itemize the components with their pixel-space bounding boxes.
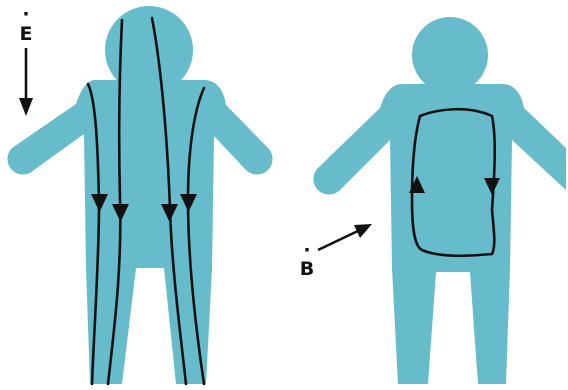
- right-head: [412, 17, 488, 93]
- right-human-figure: [314, 17, 567, 384]
- left-body-silhouette: [8, 80, 273, 384]
- e-field-indicator: · E: [19, 3, 33, 116]
- e-label-dot: ·: [22, 3, 29, 25]
- arrow-up-right-icon: [318, 224, 372, 250]
- b-field-indicator: · B: [300, 224, 372, 280]
- arrow-down-icon: [19, 48, 33, 116]
- b-label: B: [300, 258, 314, 280]
- e-label: E: [20, 23, 33, 45]
- left-human-figure: [8, 6, 273, 384]
